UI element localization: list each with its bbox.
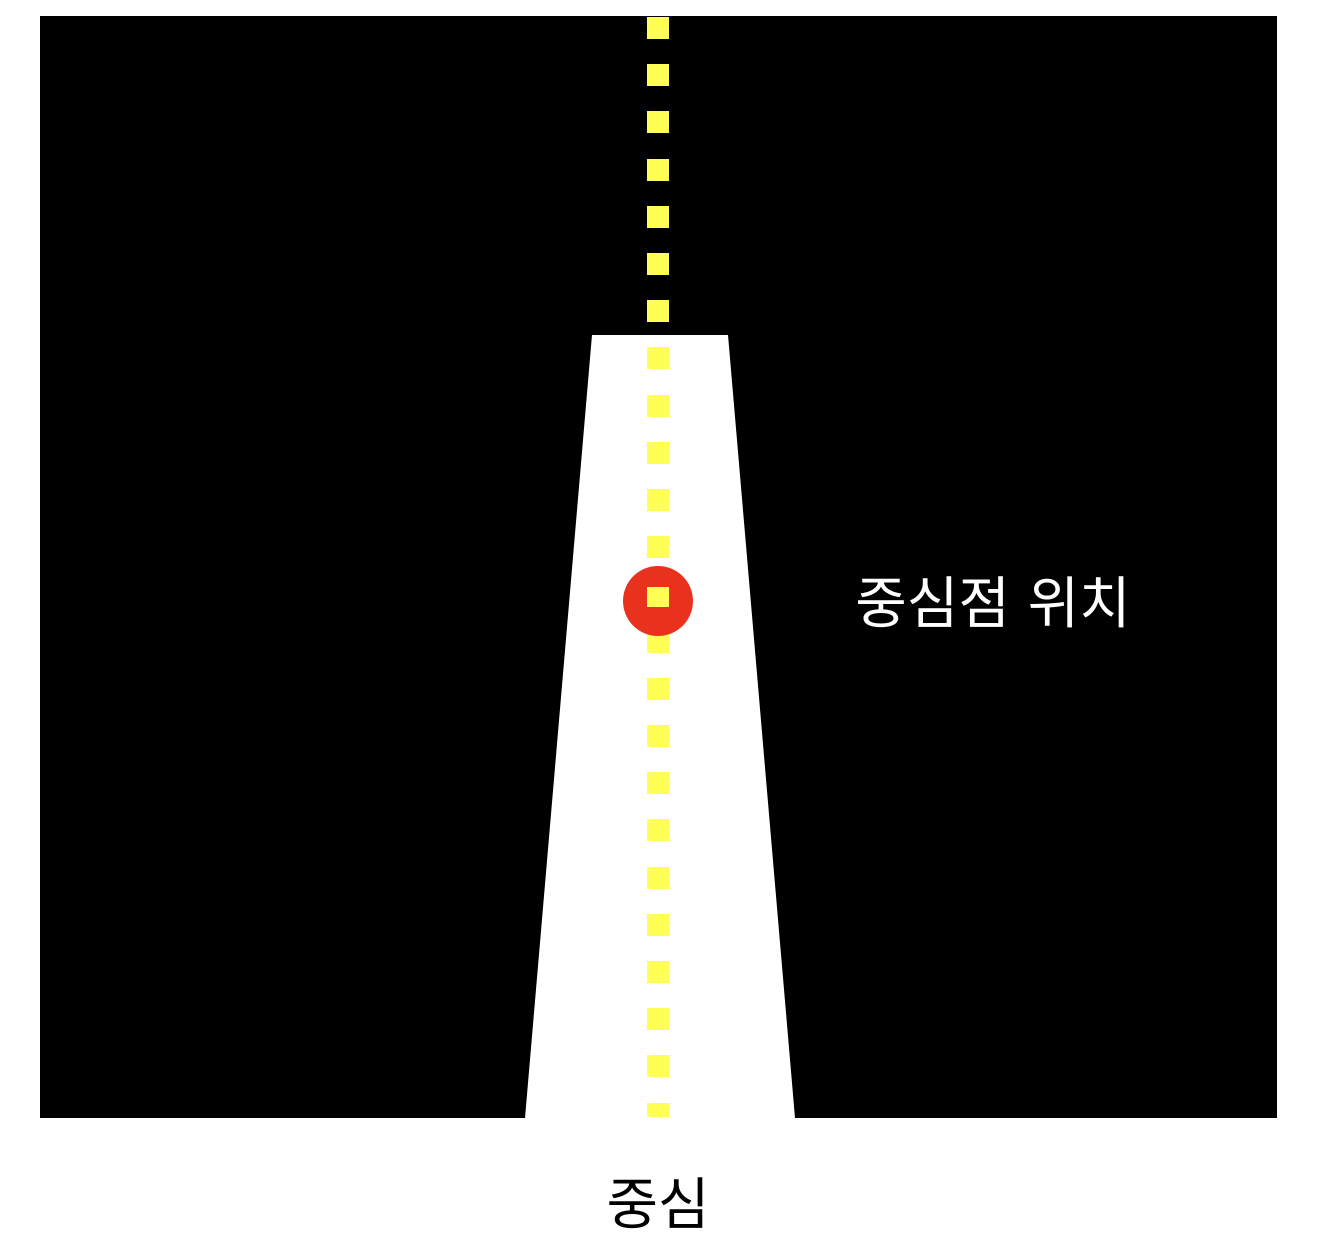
center-line-dash bbox=[647, 678, 669, 700]
center-line-dash bbox=[647, 300, 669, 322]
center-line-dash bbox=[647, 395, 669, 417]
center-line-dash bbox=[647, 631, 669, 653]
center-line-dash bbox=[647, 159, 669, 181]
center-line-dash bbox=[647, 442, 669, 464]
center-line-dash bbox=[647, 206, 669, 228]
vertical-center-dashed-line bbox=[647, 17, 669, 1117]
center-line-dash bbox=[647, 111, 669, 133]
center-line-dash bbox=[647, 819, 669, 841]
center-line-dash bbox=[647, 253, 669, 275]
center-line-dash bbox=[647, 17, 669, 39]
center-line-dash bbox=[647, 1103, 669, 1117]
center-line-dash bbox=[647, 772, 669, 794]
center-line-dash bbox=[647, 914, 669, 936]
center-label: 중심 bbox=[606, 1173, 709, 1238]
center-line-dash bbox=[647, 347, 669, 369]
center-line-dash bbox=[647, 961, 669, 983]
center-point-position-label: 중심점 위치 bbox=[855, 572, 1130, 637]
center-line-dash bbox=[647, 867, 669, 889]
center-line-dash bbox=[647, 536, 669, 558]
center-line-dash bbox=[647, 489, 669, 511]
center-point-dash-overlay bbox=[647, 587, 669, 607]
center-line-dash bbox=[647, 1008, 669, 1030]
center-line-dash bbox=[647, 1055, 669, 1077]
center-line-dash bbox=[647, 64, 669, 86]
center-line-dash bbox=[647, 725, 669, 747]
